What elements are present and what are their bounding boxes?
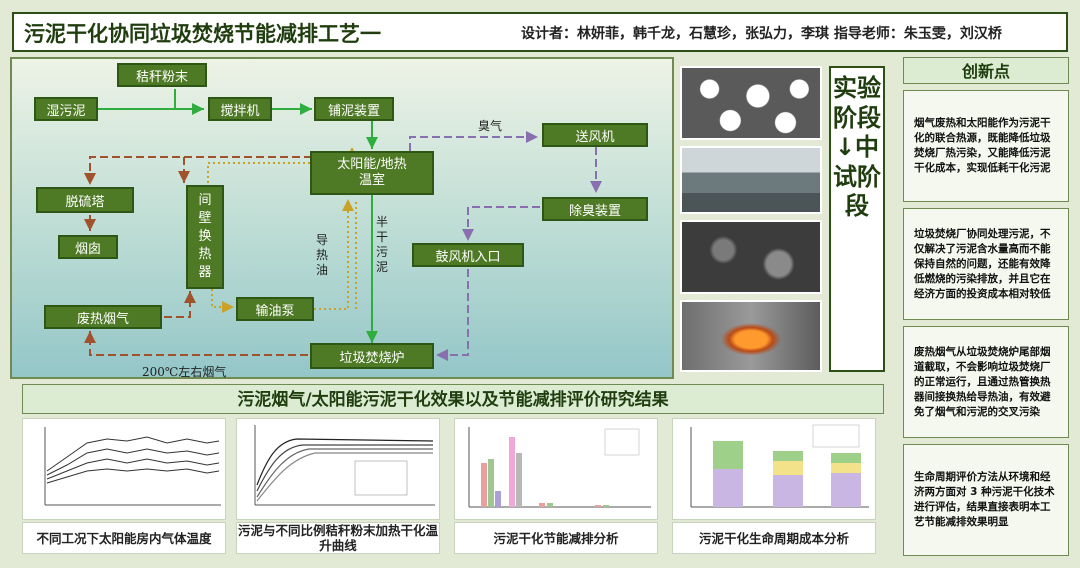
stage-label: 实验阶段↓中试阶段 — [829, 66, 885, 372]
lifecycle-cost-graphic — [690, 424, 869, 508]
results-title: 污泥烟气/太阳能污泥干化效果以及节能减排评价研究结果 — [22, 384, 884, 414]
fan-inlet-box: 鼓风机入口 — [412, 243, 524, 267]
mixer-box: 搅拌机 — [208, 97, 272, 121]
greenhouse-photo — [680, 146, 822, 214]
sludge-samples-photo — [680, 66, 822, 140]
stage-text: 实验阶段↓中试阶段 — [833, 74, 881, 220]
heat-oil-label: 导热油 — [316, 233, 329, 277]
caption-temperature: 不同工况下太阳能房内气体温度 — [22, 522, 226, 554]
energy-saving-graphic — [468, 427, 651, 508]
innovation-title: 创新点 — [903, 57, 1069, 84]
odor-label: 臭气 — [478, 119, 503, 133]
title-bar: 污泥干化协同垃圾焚烧节能减排工艺一 设计者：林妍菲，韩千龙，石慧珍，张弘力，李琪… — [12, 12, 1068, 52]
sludge-spreader-box: 铺泥装置 — [314, 97, 394, 121]
semi-dry-sludge-label: 半干污泥 — [376, 215, 389, 274]
energy-saving-chart-thumb — [454, 418, 658, 520]
innovation-text-2: 垃圾焚烧厂协同处理污泥，不仅解决了污泥含水量高而不能保持自然的问题，还能有效降低… — [914, 227, 1051, 300]
designers-line: 设计者：林妍菲，韩千龙，石慧珍，张弘力，李琪 指导老师：朱玉雯，刘汉桥 — [521, 26, 1002, 42]
lifecycle-cost-chart-thumb — [672, 418, 876, 520]
chimney-box: 烟囱 — [58, 235, 118, 259]
innovation-text-3: 废热烟气从垃圾焚烧炉尾部烟道截取，不会影响垃圾焚烧厂的正常运行，且通过热管换热器… — [914, 345, 1051, 418]
process-flow-diagram: 秸秆粉末 湿污泥 搅拌机 铺泥装置 太阳能/地热 温室 送风机 脱硫塔 烟囱 间… — [10, 57, 674, 379]
heating-curve-graphic — [254, 425, 435, 506]
wet-sludge-box: 湿污泥 — [34, 97, 98, 121]
blower-box: 送风机 — [542, 123, 648, 147]
caption-lifecycle-cost: 污泥干化生命周期成本分析 — [672, 522, 876, 554]
oil-pump-box: 输油泵 — [236, 297, 314, 321]
heat-exchanger-box: 间壁换热器 — [186, 185, 224, 289]
flue-gas-200-label: 200℃左右烟气 — [142, 365, 227, 379]
solar-greenhouse-box: 太阳能/地热 温室 — [310, 151, 434, 195]
innovation-point-3: 废热烟气从垃圾焚烧炉尾部烟道截取，不会影响垃圾焚烧厂的正常运行，且通过热管换热器… — [903, 326, 1069, 438]
temperature-chart-graphic — [44, 427, 221, 506]
page-title: 污泥干化协同垃圾焚烧节能减排工艺一 — [24, 22, 381, 46]
waste-flue-gas-box: 废热烟气 — [44, 305, 162, 329]
greenhouse-line1: 太阳能/地热 — [337, 157, 407, 172]
caption-energy-saving: 污泥干化节能减排分析 — [454, 522, 658, 554]
straw-powder-box: 秸秆粉末 — [117, 63, 207, 87]
deodorizer-box: 除臭装置 — [542, 197, 648, 221]
dried-sludge-photo — [680, 220, 822, 294]
incinerator-box: 垃圾焚烧炉 — [310, 343, 434, 369]
caption-heating-curve: 污泥与不同比例秸秆粉末加热干化温升曲线 — [236, 522, 440, 554]
innovation-text-1: 烟气废热和太阳能作为污泥干化的联合热源，既能降低垃圾焚烧厂热污染，又能降低污泥干… — [914, 117, 1051, 174]
desulfurization-tower-box: 脱硫塔 — [36, 187, 134, 213]
greenhouse-line2: 温室 — [358, 173, 385, 188]
heating-curve-chart-thumb — [236, 418, 440, 520]
incinerator-photo — [680, 300, 822, 372]
temperature-chart-thumb — [22, 418, 226, 520]
innovation-point-4: 生命周期评价方法从环境和经济两方面对 3 种污泥干化技术进行评估，结果直接表明本… — [903, 444, 1069, 556]
innovation-point-2: 垃圾焚烧厂协同处理污泥，不仅解决了污泥含水量高而不能保持自然的问题，还能有效降低… — [903, 208, 1069, 320]
innovation-point-1: 烟气废热和太阳能作为污泥干化的联合热源，既能降低垃圾焚烧厂热污染，又能降低污泥干… — [903, 90, 1069, 202]
innovation-text-4: 生命周期评价方法从环境和经济两方面对 3 种污泥干化技术进行评估，结果直接表明本… — [914, 471, 1055, 528]
